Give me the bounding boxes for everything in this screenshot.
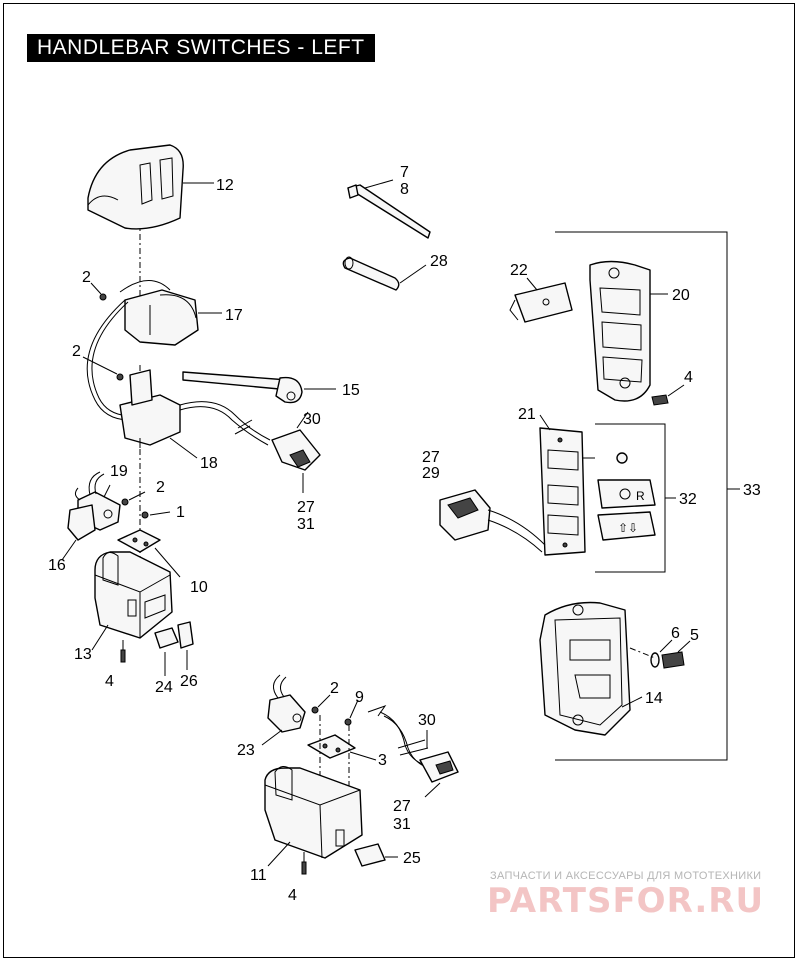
callout-4-c: 4 bbox=[288, 887, 297, 904]
part-20-switch-bezel bbox=[589, 260, 651, 402]
part-3-mounting-plate bbox=[307, 734, 356, 759]
part-17-switch-module bbox=[119, 280, 199, 346]
callout-15: 15 bbox=[342, 382, 360, 399]
callout-13: 13 bbox=[74, 646, 92, 663]
part-5-screw bbox=[661, 651, 685, 669]
callout-4-a: 4 bbox=[105, 673, 114, 690]
callout-19: 19 bbox=[110, 463, 128, 480]
svg-text:⇧⇩: ⇧⇩ bbox=[618, 521, 638, 535]
callout-21: 21 bbox=[518, 406, 536, 423]
callout-30-b: 30 bbox=[418, 712, 436, 729]
part-16-switch bbox=[67, 487, 96, 541]
callout-22: 22 bbox=[510, 262, 528, 279]
callout-18: 18 bbox=[200, 455, 218, 472]
callout-8: 8 bbox=[400, 181, 409, 198]
callout-20: 20 bbox=[672, 287, 690, 304]
part-13-lower-switch-housing bbox=[94, 551, 173, 639]
callout-5: 5 bbox=[690, 627, 699, 644]
part-11-lower-switch-housing bbox=[264, 766, 363, 859]
callout-27-b: 27 bbox=[422, 449, 440, 466]
part-23-switch bbox=[267, 674, 306, 733]
callout-3: 3 bbox=[378, 752, 387, 769]
callout-4-b: 4 bbox=[684, 369, 693, 386]
callout-2-a: 2 bbox=[82, 269, 91, 286]
part-10-mounting-plate bbox=[117, 529, 161, 553]
callout-17: 17 bbox=[225, 307, 243, 324]
part-25-button bbox=[354, 843, 386, 867]
page-title: HANDLEBAR SWITCHES - LEFT bbox=[27, 34, 375, 62]
part-18-switch-assembly bbox=[119, 369, 181, 448]
wire-harness-loop bbox=[86, 299, 131, 421]
part-6-washer bbox=[650, 652, 660, 668]
page-border bbox=[3, 3, 795, 958]
part-22-cover-plate bbox=[509, 282, 573, 323]
part-21-switch-circuit-board bbox=[539, 427, 586, 556]
callout-32: 32 bbox=[679, 491, 697, 508]
callout-31-b: 31 bbox=[393, 816, 411, 833]
callout-30-a: 30 bbox=[303, 411, 321, 428]
part-1-screw bbox=[141, 511, 149, 519]
part-14-switch-housing-base bbox=[539, 601, 631, 736]
callout-24: 24 bbox=[155, 679, 173, 696]
callout-11: 11 bbox=[250, 867, 267, 884]
part-2-screw-third bbox=[121, 498, 129, 506]
part-32-switch-buttons: R ⇧⇩ bbox=[583, 452, 656, 541]
callout-27-c: 27 bbox=[393, 798, 411, 815]
part-28-sleeve-tube bbox=[342, 256, 400, 291]
watermark-brand: PARTSFOR.RU bbox=[487, 881, 764, 921]
callout-27-a: 27 bbox=[297, 499, 315, 516]
callout-33: 33 bbox=[743, 482, 761, 499]
callout-1: 1 bbox=[176, 504, 185, 521]
callout-29: 29 bbox=[422, 465, 440, 482]
callout-14: 14 bbox=[645, 690, 663, 707]
callout-12: 12 bbox=[216, 177, 234, 194]
bracket-33 bbox=[555, 231, 728, 761]
watermark-tagline: ЗАПЧАСТИ И АКСЕССУАРЫ ДЛЯ МОТОТЕХНИКИ bbox=[490, 870, 761, 882]
part-2-screw-top bbox=[99, 293, 107, 301]
part-30-wire-harness-connector bbox=[179, 401, 321, 471]
callout-28: 28 bbox=[430, 253, 448, 270]
svg-text:R: R bbox=[636, 489, 645, 503]
part-15-switch-lever bbox=[182, 371, 303, 404]
part-4-screw-bottom bbox=[301, 861, 307, 875]
part-2-screw-bottom bbox=[311, 706, 319, 714]
part-2-screw-second bbox=[116, 373, 124, 381]
callout-31-a: 31 bbox=[297, 516, 315, 533]
part-26-button bbox=[177, 621, 194, 649]
callout-10: 10 bbox=[190, 579, 208, 596]
part-4-screw-lower-left bbox=[120, 649, 126, 663]
part-27-29-connector bbox=[439, 489, 546, 553]
callout-16: 16 bbox=[48, 557, 66, 574]
callout-23: 23 bbox=[237, 742, 255, 759]
callout-9: 9 bbox=[355, 689, 364, 706]
callout-2-d: 2 bbox=[330, 680, 339, 697]
callout-7: 7 bbox=[400, 164, 409, 181]
part-30-lower-wire-connector bbox=[367, 705, 459, 783]
callout-2-c: 2 bbox=[156, 479, 165, 496]
part-7-8-cable-strap bbox=[347, 184, 431, 239]
part-24-button bbox=[154, 627, 179, 649]
callout-25: 25 bbox=[403, 850, 421, 867]
part-4-screw-right bbox=[651, 394, 669, 406]
callout-6: 6 bbox=[671, 625, 680, 642]
callout-26: 26 bbox=[180, 673, 198, 690]
part-12-switch-housing-cover bbox=[87, 144, 184, 230]
callout-2-b: 2 bbox=[72, 343, 81, 360]
part-9-screw bbox=[344, 718, 352, 726]
